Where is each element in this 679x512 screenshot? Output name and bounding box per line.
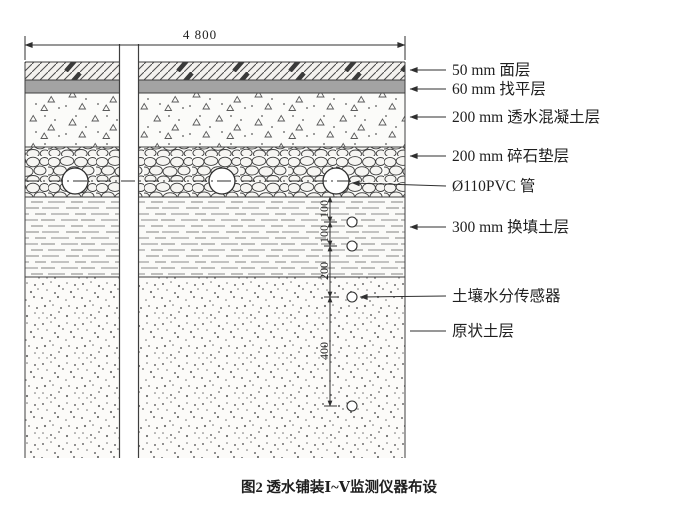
label-native-soil-layer: 原状土层 xyxy=(452,322,514,340)
layer-replaced-fill xyxy=(25,197,405,277)
leader-lines xyxy=(351,66,447,332)
vertical-dimension-400: 400 xyxy=(317,342,331,360)
label-replaced-fill-layer: 300 mm 换填土层 xyxy=(452,218,569,236)
leader-pvc-pipe xyxy=(351,180,447,187)
vertical-dimension-chain xyxy=(324,196,337,407)
label-surface-layer: 50 mm 面层 xyxy=(452,62,530,79)
label-leveling-layer: 60 mm 找平层 xyxy=(452,80,546,98)
vertical-dimension-100a: 100 xyxy=(317,200,331,218)
label-gravel-cushion-layer: 200 mm 碎石垫层 xyxy=(452,147,569,165)
soil-moisture-sensor xyxy=(346,216,358,228)
top-dimension-label: 4 800 xyxy=(183,27,217,42)
label-permeable-concrete-layer: 200 mm 透水混凝土层 xyxy=(452,108,600,126)
soil-moisture-sensor xyxy=(346,291,358,303)
layer-permeable-concrete xyxy=(25,93,405,147)
monitoring-well xyxy=(118,44,140,458)
leader-sensor xyxy=(359,293,447,300)
figure-caption: 图2 透水铺装Ⅰ~Ⅴ监测仪器布设 xyxy=(241,478,437,496)
sensors xyxy=(346,216,358,412)
layer-labels: 50 mm 面层 60 mm 找平层 200 mm 透水混凝土层 200 mm … xyxy=(452,62,600,340)
soil-moisture-sensor xyxy=(346,240,358,252)
vertical-dimension-100b: 100 xyxy=(317,225,331,243)
label-soil-moisture-sensor: 土壤水分传感器 xyxy=(452,286,561,305)
layer-leveling xyxy=(25,80,405,93)
label-pvc-pipe: Ø110PVC 管 xyxy=(452,177,535,195)
layers xyxy=(25,62,405,458)
layer-surface-texture xyxy=(25,62,405,80)
layer-boundaries xyxy=(24,61,406,458)
vertical-dimension-200: 200 xyxy=(317,262,331,280)
soil-moisture-sensor xyxy=(346,400,358,412)
top-dimension xyxy=(24,36,406,60)
layer-native-soil xyxy=(25,277,405,458)
